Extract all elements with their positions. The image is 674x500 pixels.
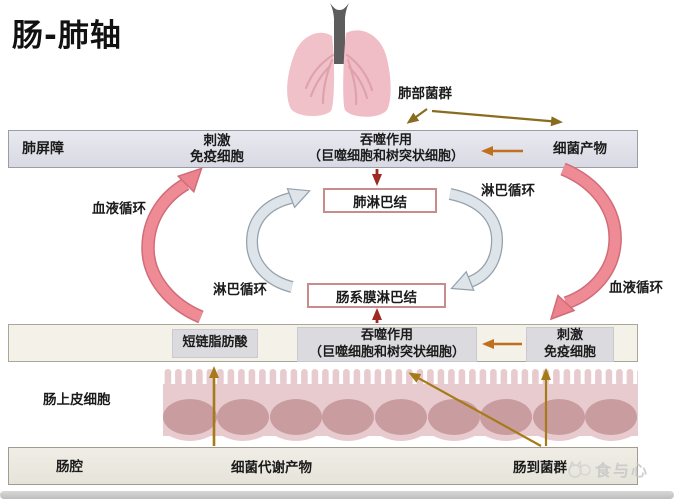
blood-circulation-label-left: 血液循环 xyxy=(92,201,146,217)
lumen-label: 肠腔 xyxy=(56,459,83,475)
lung-barrier-label: 肺屏障 xyxy=(22,140,64,157)
blood-circulation-label-right: 血液循环 xyxy=(609,280,663,296)
bottom-divider xyxy=(0,491,674,499)
epithelium-scallops xyxy=(164,433,637,441)
bronchi-branches xyxy=(304,53,374,106)
phagocytosis-label-lung: 吞噬作用 （巨噬细胞和树突状细胞） xyxy=(307,133,464,164)
epithelium-body xyxy=(163,384,638,436)
watermark-text: 食与心 xyxy=(595,461,650,480)
lymph-cycle-arrow-up xyxy=(245,187,311,293)
bacterial-products-label: 细菌产物 xyxy=(553,140,607,157)
phagocytosis-box-gut: 吞噬作用 （巨噬细胞和树突状细胞） xyxy=(297,327,477,362)
blood-circulation-arrow-left xyxy=(141,167,204,324)
metabolites-label: 细菌代谢产物 xyxy=(231,460,312,476)
right-lung-icon xyxy=(343,30,391,117)
lung-microbiota-label: 肺部菌群 xyxy=(398,86,452,102)
epithelium-label: 肠上皮细胞 xyxy=(43,392,111,408)
gut-microbiota-to-phagocytosis-arrow xyxy=(408,372,542,447)
epithelium-band xyxy=(163,369,638,441)
page-title: 肠-肺轴 xyxy=(12,18,122,54)
trachea-icon xyxy=(330,3,349,64)
mesenteric-lymph-node-box: 肠系膜淋巴结 xyxy=(307,283,446,308)
watermark: 食与心 xyxy=(566,457,649,481)
lymph-cycle-arrow-down xyxy=(448,188,504,291)
lung-barrier-bar xyxy=(8,130,638,168)
villi-row xyxy=(163,369,638,386)
scfa-box: 短链脂肪酸 xyxy=(172,329,258,358)
epithelium-cells xyxy=(163,399,637,435)
lung-microbiota-to-bacterial-products-arrow xyxy=(431,109,563,127)
left-lung-icon xyxy=(287,32,335,117)
lungs-illustration xyxy=(287,3,391,117)
gut-lumen-bar xyxy=(8,447,638,485)
stimulate-immune-cells-box-gut: 刺激 免疫细胞 xyxy=(526,327,614,362)
stimulate-immune-cells-label-lung: 刺激 免疫细胞 xyxy=(190,132,244,165)
lung-microbiota-to-phagocytosis-arrow xyxy=(406,108,428,124)
gut-microbiota-label: 肠到菌群 xyxy=(513,460,567,476)
lung-lymph-node-box: 肺淋巴结 xyxy=(323,188,437,213)
lymph-circulation-label-top: 淋巴循环 xyxy=(481,183,535,199)
blood-circulation-arrow-right xyxy=(549,162,622,321)
lymph-circulation-label-bottom: 淋巴循环 xyxy=(213,282,267,298)
cat-doodle-icon xyxy=(568,460,591,478)
